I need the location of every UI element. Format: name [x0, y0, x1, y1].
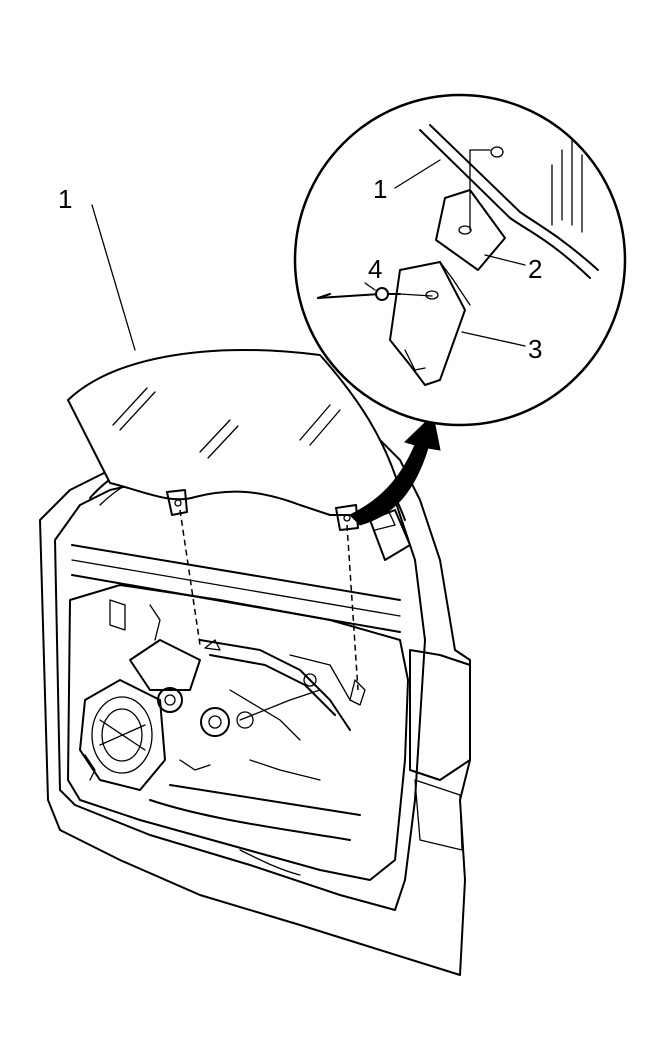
alignment-lines: [179, 509, 359, 691]
callout-label: 1: [373, 174, 387, 204]
curved-arrow-icon: [349, 414, 441, 526]
window-regulator: [84, 599, 366, 781]
detail-callouts: 1 2 3 4: [364, 159, 542, 364]
detail-view: [293, 93, 627, 427]
callout-label: 3: [528, 334, 542, 364]
callout-label: 2: [528, 254, 542, 284]
window-glass: [67, 349, 401, 531]
main-glass-callout: 1: [58, 184, 136, 351]
callout-label: 1: [58, 184, 72, 214]
speaker: [79, 679, 166, 791]
callout-label: 4: [368, 254, 382, 284]
